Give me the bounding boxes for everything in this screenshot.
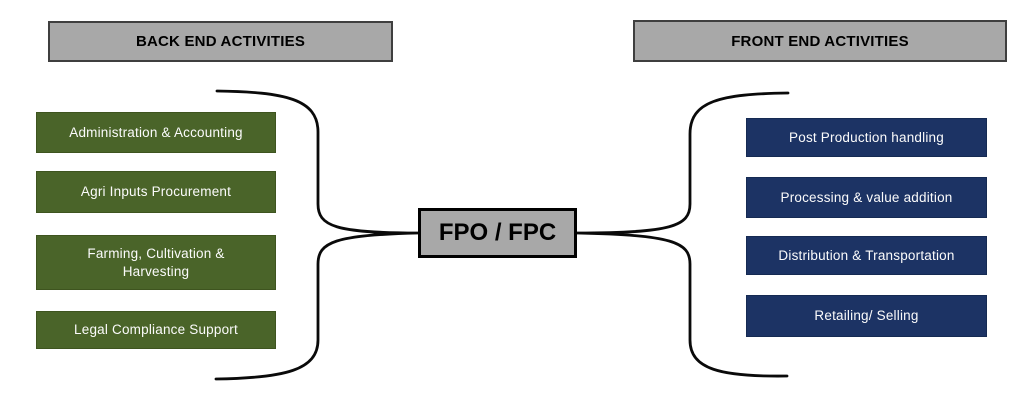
back-end-item-administration-accounting: Administration & Accounting [36, 112, 276, 153]
front-end-item-post-production-handling: Post Production handling [746, 118, 987, 157]
front-end-item-processing-value-addition: Processing & value addition [746, 177, 987, 218]
back-end-item-legal-compliance-support: Legal Compliance Support [36, 311, 276, 349]
front-end-item-retailing-selling: Retailing/ Selling [746, 295, 987, 337]
back-end-activities-header: BACK END ACTIVITIES [48, 21, 393, 62]
back-end-item-farming-cultivation-harvesting: Farming, Cultivation & Harvesting [36, 235, 276, 290]
front-end-activities-header: FRONT END ACTIVITIES [633, 20, 1007, 62]
back-end-item-agri-inputs-procurement: Agri Inputs Procurement [36, 171, 276, 213]
front-end-item-distribution-transportation: Distribution & Transportation [746, 236, 987, 275]
right-brace [575, 91, 790, 378]
fpo-fpc-center-box: FPO / FPC [418, 208, 577, 258]
